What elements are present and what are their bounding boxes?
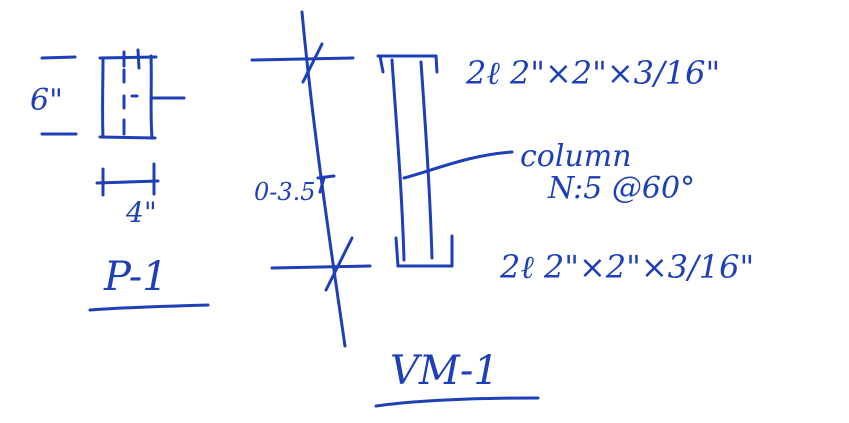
p1-plate-outline [98, 48, 158, 140]
vm1-top-angle-label: 2ℓ 2"×2"×3/16" [465, 54, 720, 92]
vm1-bottom-angle-label: 2ℓ 2"×2"×3/16" [499, 248, 754, 286]
vm1-length-mark [316, 174, 336, 194]
vm1-detail: 0-3.5 2ℓ 2"×2"×3/16" column N:5 @60° 2ℓ … [250, 10, 754, 408]
p1-height-dimension [40, 55, 186, 136]
p1-title: P-1 [103, 254, 168, 300]
p1-width-dimension [95, 162, 160, 197]
vm1-bottom-reference [270, 236, 372, 292]
p1-title-underline [88, 303, 210, 312]
vm1-title: VM-1 [390, 348, 499, 394]
vm1-length-label: 0-3.5 [254, 178, 316, 206]
vm1-axis-line [300, 10, 347, 348]
p1-width-label: 4" [125, 196, 157, 229]
vm1-web-note-line2: N:5 @60° [547, 171, 695, 206]
vm1-top-reference [250, 42, 355, 84]
vm1-member-outline [376, 54, 454, 268]
p1-height-label: 6" [30, 83, 63, 118]
p1-detail: 6" 4" P-1 [30, 48, 210, 312]
vm1-web-note-line1: column [520, 139, 632, 174]
vm1-title-underline [374, 396, 540, 408]
vm1-note-leader [402, 150, 514, 180]
